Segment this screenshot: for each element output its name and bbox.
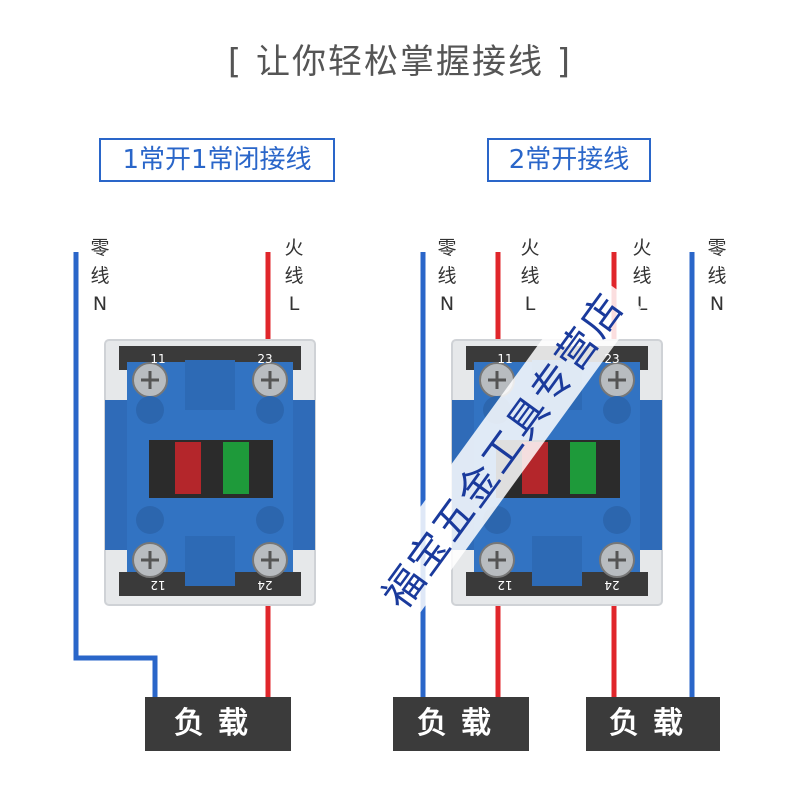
page-title: [ 让你轻松掌握接线 ] [227, 42, 573, 82]
load-box-right-2: 负载 [586, 697, 720, 751]
terminal-label-24-right: 24 [604, 578, 619, 592]
terminal-label-24-left: 24 [257, 578, 272, 592]
load-box-left: 负载 [145, 697, 291, 751]
terminal-label-12-left: 12 [150, 578, 165, 592]
terminal-label-23-right: 23 [604, 352, 619, 366]
contact-block-left: 11 23 12 24 [104, 339, 316, 606]
terminal-label-11-left: 11 [150, 352, 165, 366]
terminal-label-23-left: 23 [257, 352, 272, 366]
section-label-1no1nc: 1常开1常闭接线 [99, 138, 335, 182]
load-box-right-1: 负载 [393, 697, 529, 751]
neutral-wire-left [73, 252, 158, 700]
terminal-label-12-right: 12 [497, 578, 512, 592]
terminal-label-11-right: 11 [497, 352, 512, 366]
section-label-2no: 2常开接线 [487, 138, 651, 182]
